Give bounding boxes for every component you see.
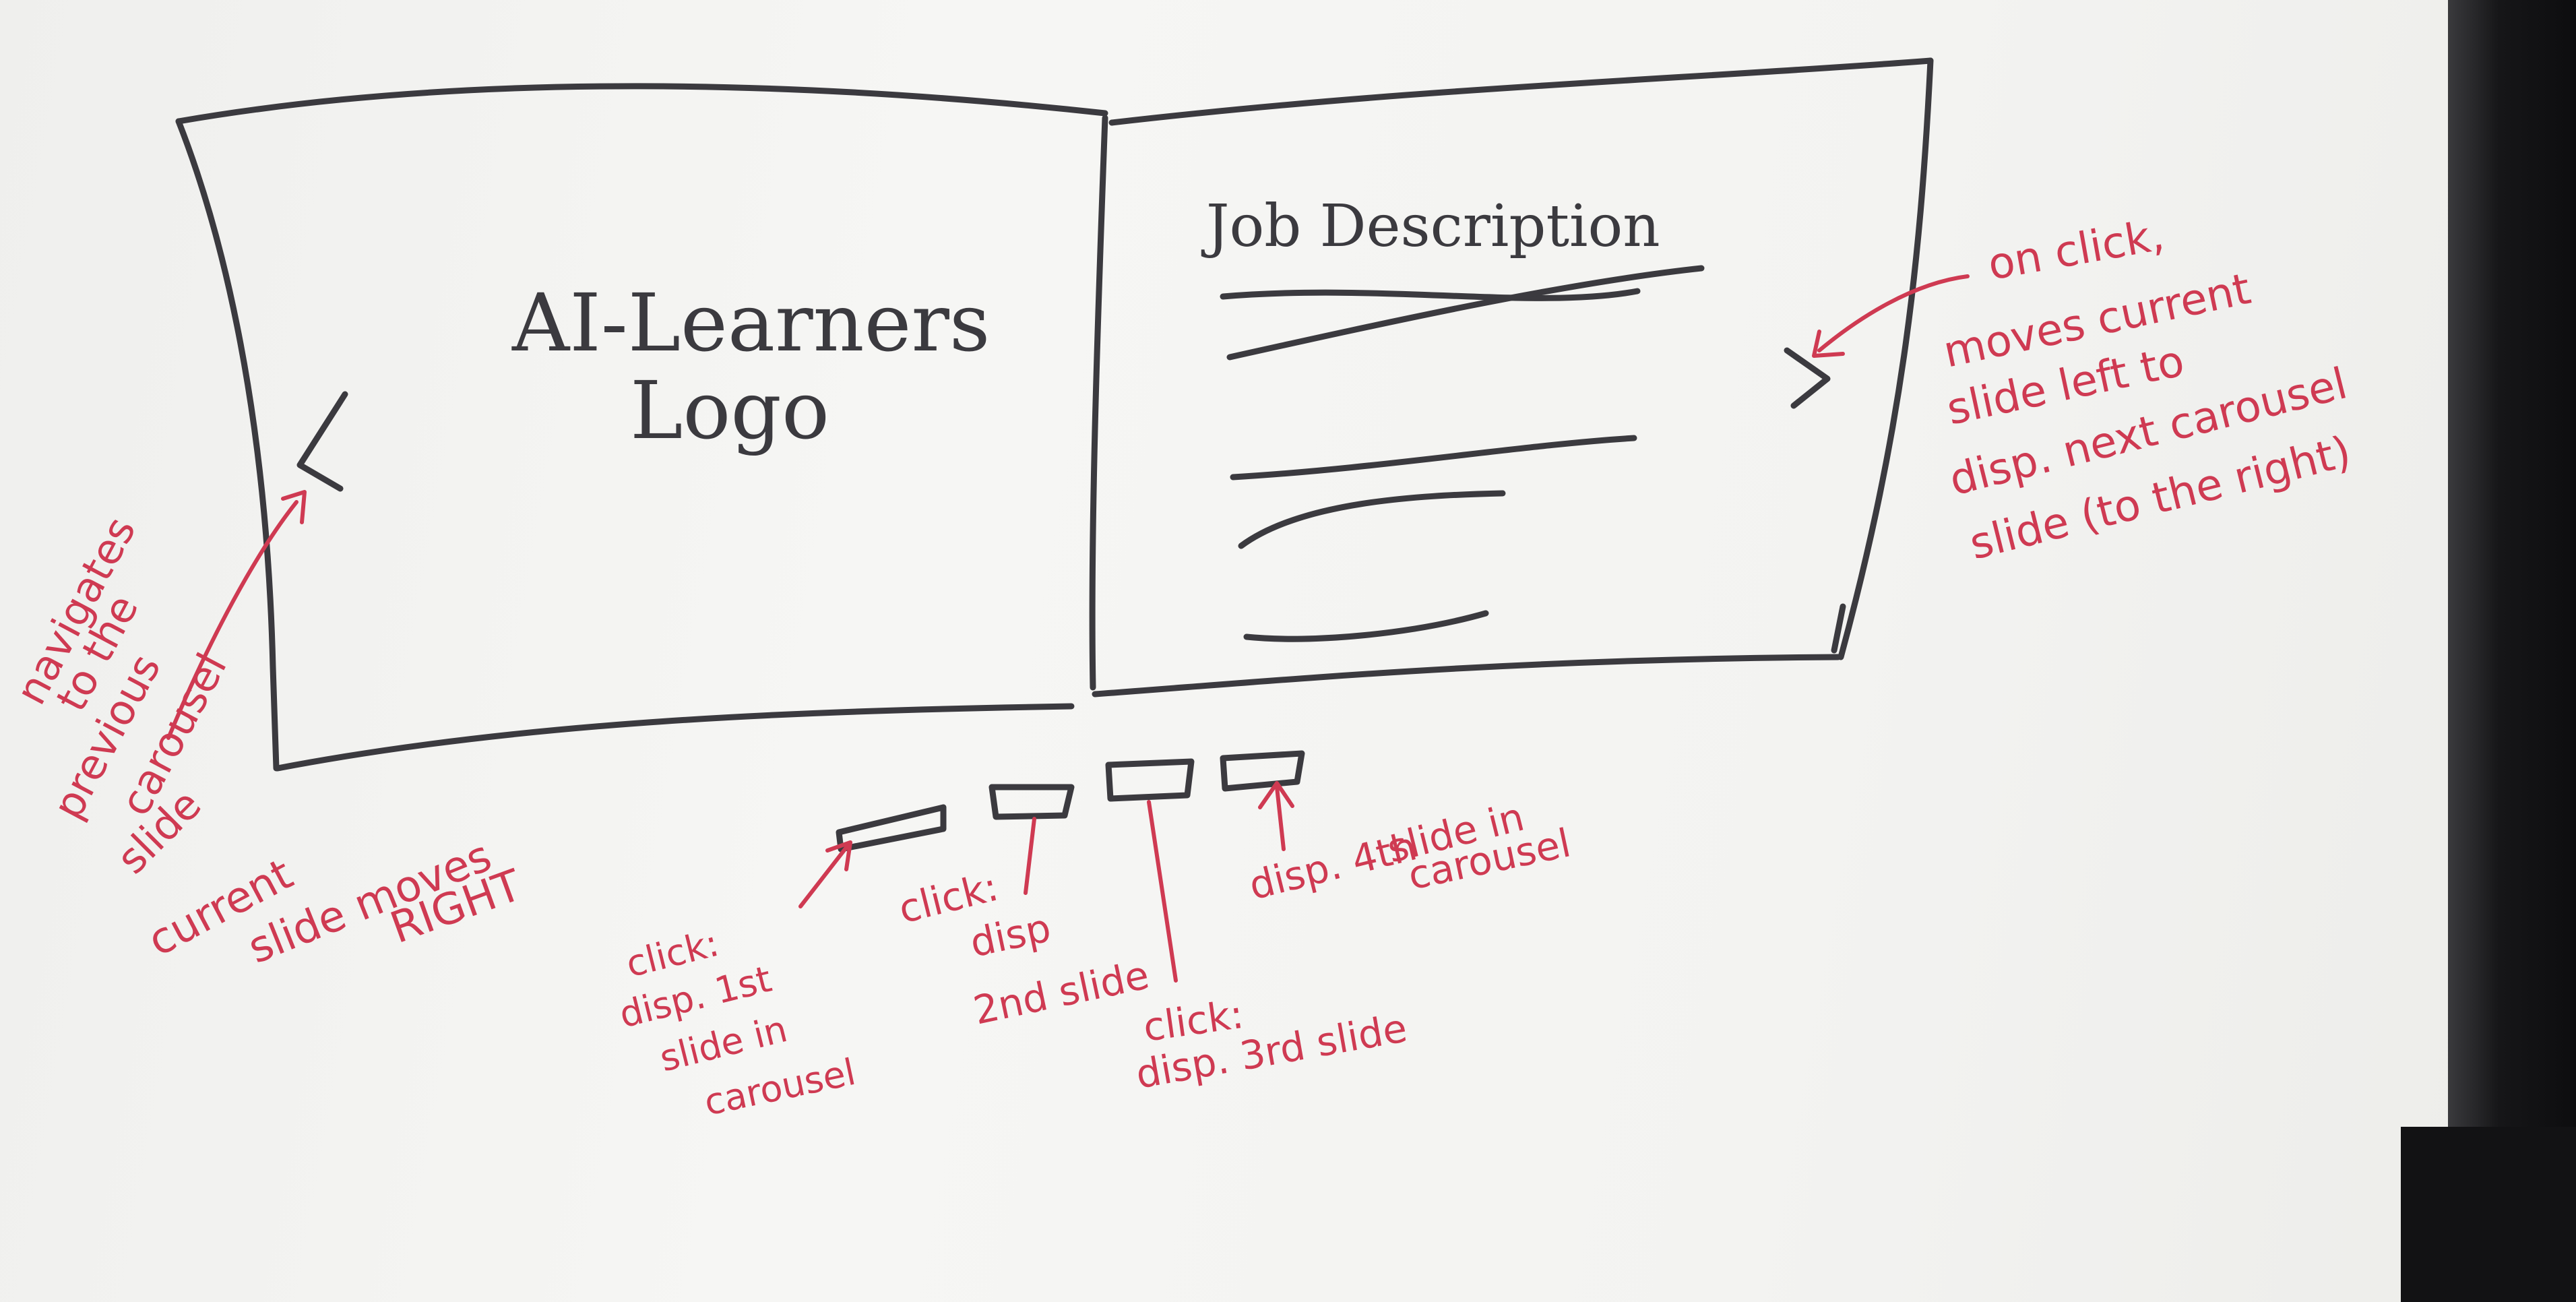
- whiteboard-corner-shadow: [2401, 1127, 2576, 1302]
- logo-title: AI-Learners: [511, 276, 990, 369]
- prev-arrow-icon[interactable]: [296, 391, 348, 492]
- indicator-dot-2[interactable]: [988, 784, 1075, 820]
- dot2-note-line-3: 2nd slide: [970, 952, 1153, 1033]
- indicator-dot-3[interactable]: [1105, 758, 1195, 802]
- next-annotation: on click, moves current slide left to di…: [1812, 210, 2356, 570]
- right-slide-panel: [1092, 57, 1934, 698]
- indicator-dot-1[interactable]: [836, 804, 947, 852]
- job-description-lines: [1220, 265, 1705, 642]
- whiteboard-edge-shadow: [2448, 0, 2576, 1302]
- job-description-title: Job Description: [1201, 193, 1660, 260]
- carousel-indicators: [836, 750, 1305, 852]
- logo-subtitle: Logo: [630, 364, 829, 457]
- dot1-annotation: click: disp. 1st slide in carousel: [615, 840, 859, 1124]
- next-note-line-1: on click,: [1984, 210, 2168, 290]
- dot2-annotation: click: disp 2nd slide: [894, 817, 1153, 1034]
- left-slide-panel: [175, 83, 1108, 772]
- next-arrow-icon[interactable]: [1784, 347, 1831, 409]
- dot4-annotation: disp. 4th slide in carousel: [1245, 781, 1575, 909]
- indicator-dot-4[interactable]: [1220, 750, 1305, 792]
